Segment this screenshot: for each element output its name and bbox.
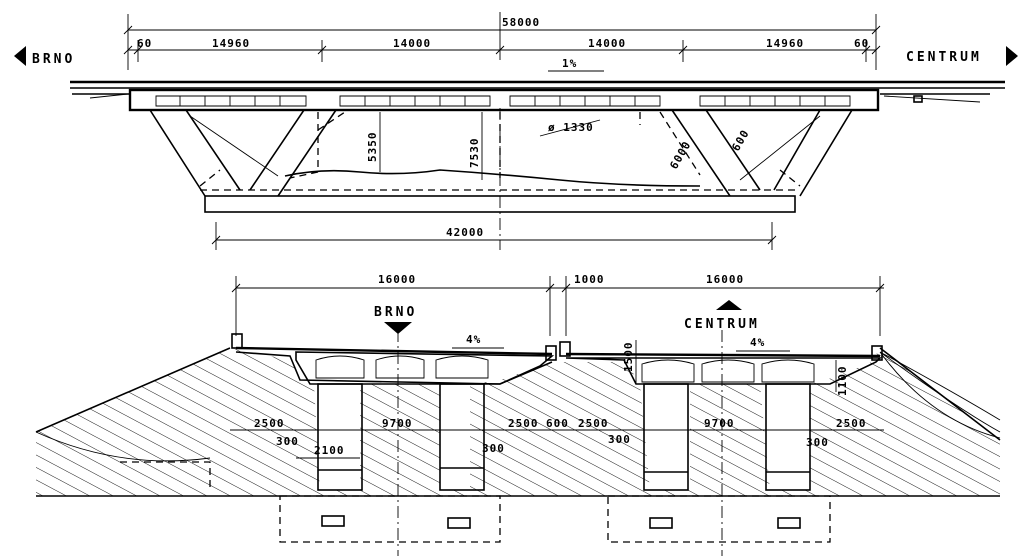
dim-span-1: 14960 [212, 37, 250, 50]
dim-r-300a: 300 [608, 433, 631, 446]
dim-base: 42000 [446, 226, 484, 239]
dim-span-2: 14000 [393, 37, 431, 50]
interior-dashed-frame [284, 111, 701, 187]
elevation-view: 58000 60 14960 14000 14000 14960 60 BRNO… [14, 12, 1018, 250]
dim-edge-right: 60 [854, 37, 869, 50]
dim-total: 58000 [502, 16, 540, 29]
right-deck-section [559, 341, 883, 491]
dim-span-3: 14000 [588, 37, 626, 50]
label-brno-section: BRNO [374, 305, 417, 320]
dim-l-2100: 2100 [314, 444, 345, 457]
road-surface [70, 80, 1005, 103]
left-deck-section [231, 333, 557, 491]
arrow-left-icon [14, 46, 26, 66]
dim-l-600: 600 [546, 417, 569, 430]
label-centrum-section: CENTRUM [684, 317, 760, 332]
slope-elevation: 1% [562, 57, 577, 70]
foundation-section [279, 330, 831, 556]
bridge-struts [149, 109, 853, 197]
dim-r-9700: 9700 [704, 417, 735, 430]
bridge-deck-elevation [128, 88, 880, 112]
dim-span-4: 14960 [766, 37, 804, 50]
dim-r-300b: 300 [806, 436, 829, 449]
label-centrum-elevation: CENTRUM [906, 50, 982, 65]
dim-r-2500a: 2500 [578, 417, 609, 430]
dim-height-inner: 5350 [366, 132, 379, 163]
arrow-up-icon [716, 300, 742, 310]
dim-cantilever: 1100 [836, 366, 849, 397]
dim-l-2500a: 2500 [254, 417, 285, 430]
slope-left: 4% [466, 333, 481, 346]
embankment-hatched [35, 347, 1001, 497]
dim-l-300b: 300 [482, 442, 505, 455]
dim-l-9700: 9700 [382, 417, 413, 430]
dim-gap: 1000 [574, 273, 605, 286]
cross-section-view: 16000 1000 16000 BRNO CENTRUM 4% 4% [35, 273, 1001, 556]
dim-height-total: 7530 [468, 138, 481, 169]
dim-edge-left: 60 [137, 37, 152, 50]
label-brno-elevation: BRNO [32, 52, 75, 67]
dim-deck-right: 16000 [706, 273, 744, 286]
dim-l-300a: 300 [276, 435, 299, 448]
dim-r-2500b: 2500 [836, 417, 867, 430]
slope-right: 4% [750, 336, 765, 349]
arrow-down-icon [384, 322, 412, 334]
section-lower-dims [230, 340, 884, 459]
dim-strut-2: 600 [729, 127, 752, 153]
dim-l-2500b: 2500 [508, 417, 539, 430]
section-dimension-lines [231, 276, 885, 336]
dim-strut-1: 6000 [667, 139, 694, 172]
dim-deck-left: 16000 [378, 273, 416, 286]
elevation-dimension-lines [123, 12, 881, 70]
dim-height-section: 1500 [622, 342, 635, 373]
arrow-right-icon [1006, 46, 1018, 66]
